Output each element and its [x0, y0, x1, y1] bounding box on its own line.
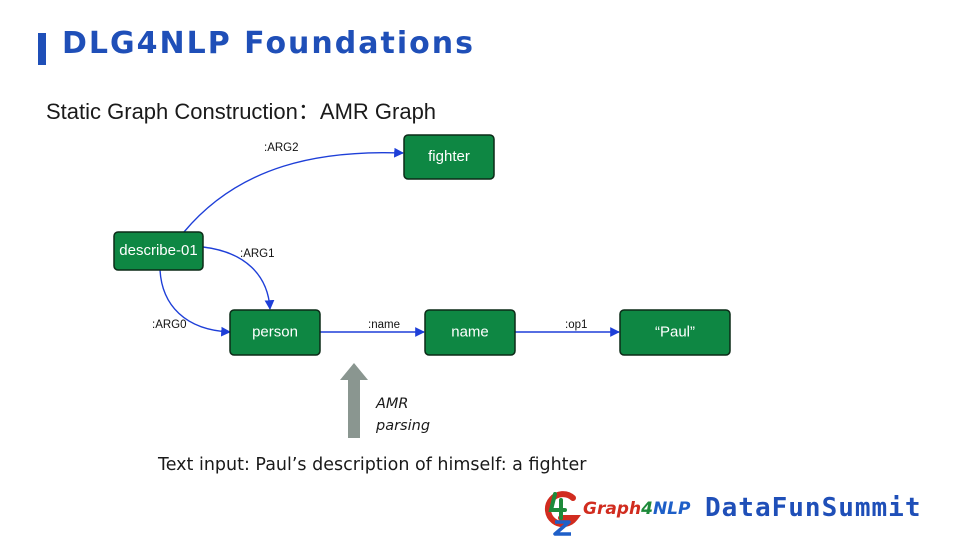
graph4nlp-wordmark: Graph4NLP	[583, 499, 690, 519]
node-label-person: person	[252, 323, 298, 340]
node-label-paul: “Paul”	[655, 323, 695, 340]
parsing-label-line1: AMR	[375, 396, 409, 412]
footer-branding: Graph4NLP DataFunSummit	[541, 488, 951, 536]
edge-label-arg2: :ARG2	[264, 142, 299, 154]
edge-label-op1: :op1	[565, 319, 587, 331]
node-label-name: name	[451, 323, 489, 340]
slide-title: DLG4NLP Foundations	[62, 26, 475, 61]
edge-label-arg0: :ARG0	[152, 319, 187, 331]
edge-label-name: :name	[368, 319, 400, 331]
node-name: name	[424, 309, 516, 356]
node-person: person	[229, 309, 321, 356]
node-label-fighter: fighter	[428, 148, 470, 165]
edge-arg1	[202, 246, 275, 310]
text-input-caption: Text input: Paul’s description of himsel…	[158, 455, 587, 475]
wordmark-four: 4	[641, 499, 653, 519]
graph4nlp-logo-icon	[544, 491, 581, 536]
wordmark-graph: Graph	[583, 499, 642, 519]
parsing-up-arrow-icon	[340, 363, 368, 438]
title-accent-bar	[38, 33, 46, 65]
node-fighter: fighter	[403, 134, 495, 180]
wordmark-nlp: NLP	[652, 499, 691, 519]
node-describe: describe-01	[113, 231, 204, 271]
edge-label-arg1: :ARG1	[240, 248, 275, 260]
parsing-label-line2: parsing	[375, 418, 430, 434]
node-paul: “Paul”	[619, 309, 731, 356]
edge-arg0	[159, 269, 231, 337]
node-label-describe: describe-01	[119, 242, 197, 259]
slide-subtitle: Static Graph Construction：AMR Graph	[46, 99, 437, 124]
edge-arg2	[183, 147, 404, 233]
datafunsummit-logo: DataFunSummit	[705, 493, 922, 523]
